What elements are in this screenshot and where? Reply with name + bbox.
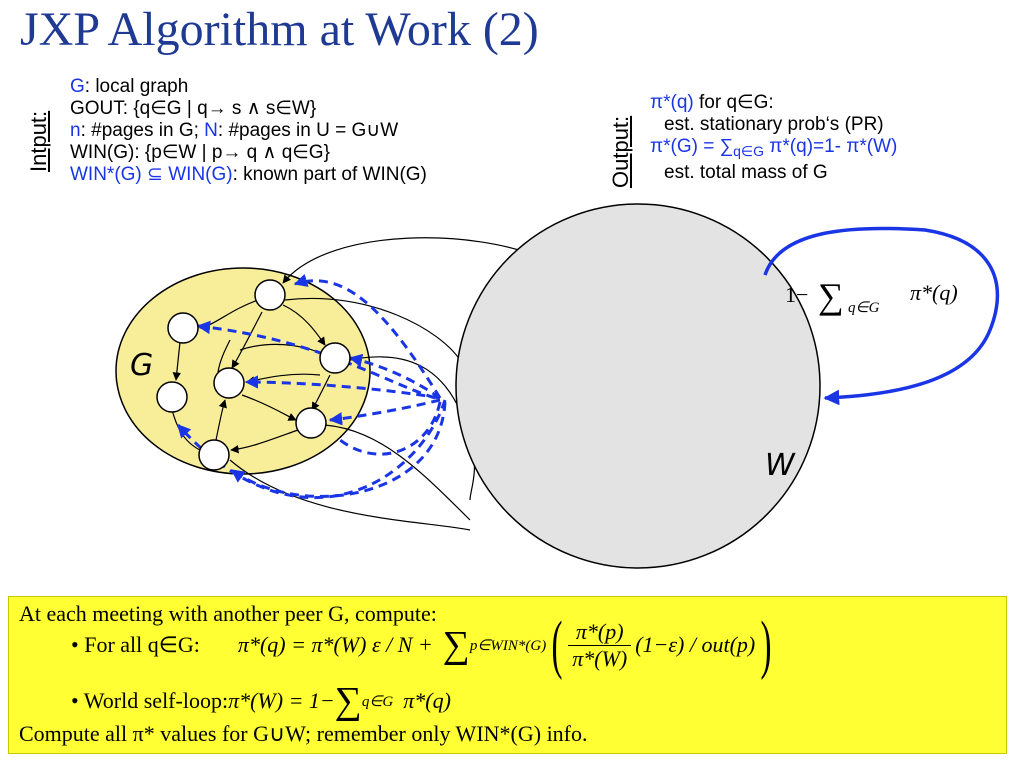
output-line-pi-q: π*(q) for q∈G:: [650, 92, 897, 114]
fraction: π*(p) π*(W): [568, 619, 632, 672]
node-left-lower: [156, 381, 188, 413]
sum-subscript: q∈G: [733, 143, 765, 159]
formula-sigma: ∑: [442, 624, 470, 666]
symbol-n-small: n: [70, 120, 81, 141]
output-line-total-mass: est. total mass of G: [664, 162, 828, 183]
win-star-subset: WIN*(G) ⊆ WIN(G): [70, 164, 233, 185]
loop-formula-term: π*(q): [910, 280, 958, 305]
formula-tail: (1−ε) / out(p): [635, 632, 756, 657]
label-w: W: [765, 448, 796, 483]
input-definitions: G: local graph GOUT: {q∈G | q→ s ∧ s∈W} …: [70, 76, 427, 186]
right-paren: ): [760, 608, 772, 681]
dashed-edge-3: [348, 353, 441, 400]
world-region: [455, 203, 821, 569]
edge-node-to-w-4: [284, 297, 461, 361]
node-top: [254, 279, 286, 311]
text-local-graph: : local graph: [84, 76, 189, 97]
edge-g-2: [172, 341, 181, 381]
formula-sum-sub: p∈WIN*(G): [469, 637, 547, 654]
dashed-edge-1: [196, 320, 436, 400]
output-line-stationary: est. stationary prob‘s (PR): [664, 114, 884, 135]
loop-formula-sub: q∈G: [848, 300, 880, 316]
dashed-edge-8: [339, 401, 442, 456]
self-loop-sigma: ∑: [334, 680, 362, 722]
slide-title: JXP Algorithm at Work (2): [20, 3, 539, 56]
input-line-pages: n: #pages in G; N: #pages in U = G∪W: [70, 120, 427, 142]
text-for-q-in-g: for q∈G:: [693, 92, 774, 113]
graph-diagram: G W 1− ∑ q∈G π*(q): [115, 203, 1000, 569]
edge-g-7: [230, 429, 299, 454]
compute-summary: Compute all π* values for G∪W; remember …: [19, 721, 588, 746]
text-known-part: : known part of WIN(G): [232, 164, 427, 185]
self-loop-lhs: π*(W) = 1−: [228, 688, 335, 713]
input-line-gout: GOUT: {q∈G | q→ s ∧ s∈W}: [70, 98, 317, 119]
node-right-lower: [295, 407, 327, 439]
edge-g-11: [239, 343, 319, 353]
compute-box: At each meeting with another peer G, com…: [8, 596, 1007, 754]
loop-formula-prefix: 1−: [785, 282, 808, 307]
edge-g-3: [231, 311, 263, 369]
formula-lhs: π*(q) = π*(W) ε / N +: [237, 632, 433, 657]
output-definitions: π*(q) for q∈G: est. stationary prob‘s (P…: [650, 92, 897, 184]
node-center: [213, 367, 245, 399]
node-bottom: [198, 439, 230, 471]
world-self-loop: [763, 226, 1000, 406]
fraction-numerator: π*(p): [568, 619, 632, 646]
compute-intro: At each meeting with another peer G, com…: [19, 601, 437, 626]
dashed-edge-2: [293, 273, 442, 399]
node-right-upper: [319, 342, 351, 374]
pi-star-q: π*(q): [650, 92, 694, 113]
for-all-label: • For all q∈G:: [71, 632, 200, 657]
left-paren: (: [551, 608, 563, 681]
edge-g-12: [217, 339, 231, 373]
input-line-win: WIN(G): {p∈W | p→ q ∧ q∈G}: [70, 142, 330, 163]
self-loop-term: π*(q): [403, 688, 451, 713]
dashed-edge-6: [176, 399, 447, 500]
output-line-pi-g: π*(G) = ∑q∈G π*(q)=1- π*(W): [650, 136, 897, 162]
edge-w-to-top-node: [282, 237, 541, 284]
pi-star-sum-term: π*(q)=1- π*(W): [764, 136, 898, 157]
fraction-denominator: π*(W): [572, 645, 628, 671]
loop-formula-sigma: ∑: [818, 276, 844, 316]
input-line-win-star: WIN*(G) ⊆ WIN(G): known part of WIN(G): [70, 164, 427, 186]
edge-g-4: [282, 304, 326, 346]
text-pages-in-u: : #pages in U = G∪W: [217, 120, 399, 141]
pi-star-g: π*(G) = ∑: [650, 136, 734, 157]
edge-g-8: [215, 399, 227, 441]
edge-node-to-w-2: [324, 424, 471, 521]
node-left-upper: [167, 312, 199, 344]
label-g: G: [130, 348, 153, 383]
text-pages-in-g: : #pages in G;: [80, 120, 205, 141]
symbol-n-large: N: [204, 120, 218, 141]
dashed-edge-4: [244, 375, 441, 400]
compute-formula-all-q: • For all q∈G: π*(q) = π*(W) ε / N + ∑ p…: [71, 608, 777, 681]
edge-node-to-w-3: [229, 459, 471, 531]
dashed-edge-5: [328, 398, 441, 426]
compute-world-self-loop: • World self-loop: π*(W) = 1− ∑ q∈G π*(q…: [71, 680, 451, 722]
symbol-g: G: [70, 76, 85, 97]
world-self-loop-label: • World self-loop:: [71, 688, 229, 713]
edge-g-6: [241, 394, 297, 421]
dashed-edge-7: [230, 401, 447, 498]
input-line-local-graph: G: local graph: [70, 76, 427, 98]
self-loop-sub: q∈G: [361, 693, 394, 710]
